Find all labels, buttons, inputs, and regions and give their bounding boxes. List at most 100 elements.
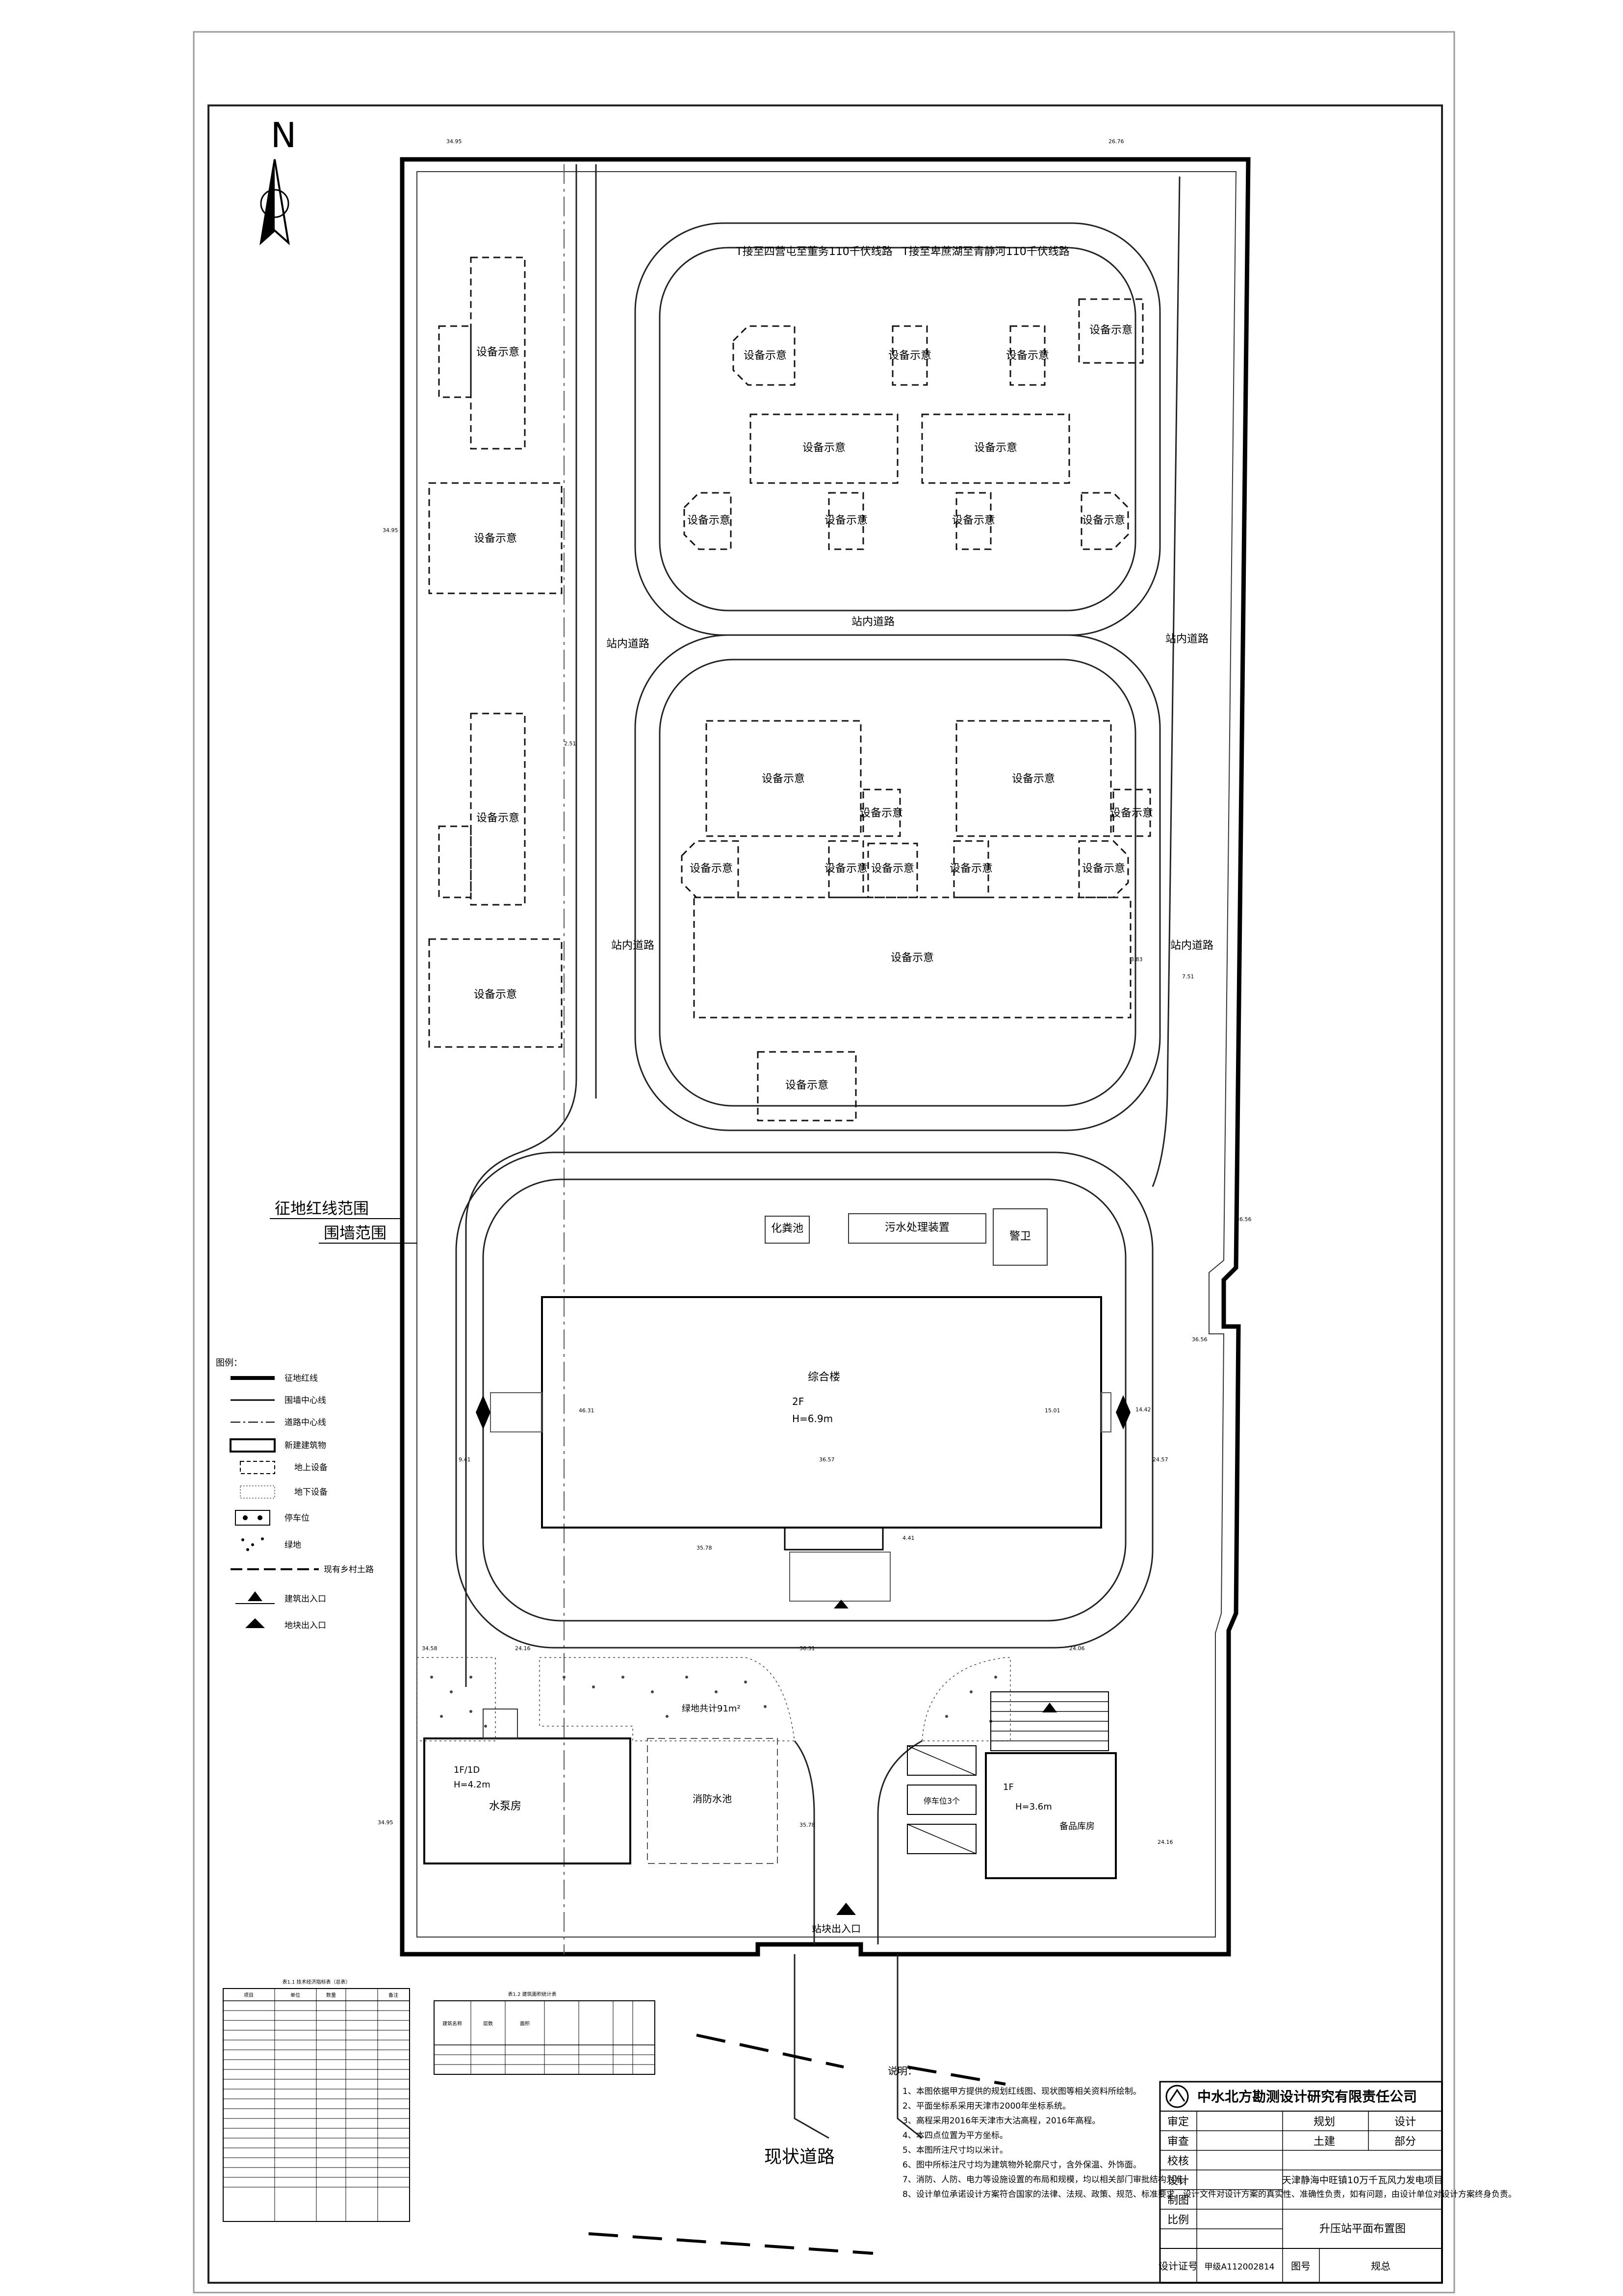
fire-pool-label: 消防水池 [693,1793,732,1805]
legend-item: 地下设备 [294,1487,328,1497]
table-header: 建筑名称 [442,2020,462,2027]
legend-item: 现有乡村土路 [324,1565,374,1575]
equipment-box [428,938,563,1048]
building-area-table: 表1.2 建筑面积统计表 建筑名称 层数 面积 [434,1991,655,2075]
company-logo [1165,2085,1189,2108]
pump-house-height: H=4.2m [454,1780,490,1790]
septic-tank-label: 化粪池 [771,1223,803,1235]
equipment-label: 设备示意 [744,350,787,362]
road-east [1152,176,1181,1187]
building-entrance-icon [1042,1703,1057,1712]
equipment-label: 设备示意 [690,863,733,875]
dim-label: 4.41 [902,1535,915,1541]
dim-label: 24.06 [1069,1645,1085,1652]
equipment-box [470,713,526,906]
middle-yard-road-inner [659,659,1136,1107]
fire-pool [647,1738,778,1864]
equipment-label: 设备示意 [762,773,805,785]
note-item: 5、本图所注尺寸均以米计。 [902,2145,1008,2155]
figure-value: 规总 [1371,2260,1391,2272]
legend-item: 停车位 [284,1513,309,1523]
legend-title: 图例： [216,1358,242,1368]
storehouse-floors: 1F [1003,1782,1014,1792]
storehouse-height: H=3.6m [1015,1802,1052,1812]
legend-item: 围墙中心线 [284,1396,326,1405]
dim-label: 3.83 [1131,956,1143,963]
legend-item: 地块出入口 [284,1621,326,1631]
table-header: 层数 [483,2020,493,2027]
dim-label: 36.56 [1192,1336,1208,1343]
title-row-label: 校核 [1167,2155,1189,2168]
table-header: 数量 [326,1992,336,1998]
existing-road-edge-south [588,2232,874,2255]
note-item: 7、消防、人防、电力等设施设置的布局和规模，均以相关部门审批结构为准。 [902,2175,1191,2185]
road-label-3: 站内道路 [1165,633,1209,645]
equipment-label: 设备示意 [1089,324,1133,336]
title-row-label: 设计 [1167,2175,1189,2187]
table-header: 单位 [290,1992,300,1998]
dim-label: 30.31 [799,1645,815,1652]
equipment-label: 设备示意 [974,442,1017,454]
site-entrance-label: 站块出入口 [812,1923,861,1935]
equipment-box [1112,789,1151,837]
equipment-label: 设备示意 [687,514,730,527]
pump-house [423,1737,631,1864]
dim-label: 34.95 [383,527,398,534]
line-label-2: T接至卑蔗湖至青静河110千伏线路 [902,246,1069,258]
inner-frame [207,104,1443,2284]
note-item: 4、本四点位置为平方坐标。 [902,2131,1008,2141]
legend-item: 绿地 [284,1540,301,1550]
note-item: 8、设计单位承诺设计方案符合国家的法律、法规、政策、规范、标准要求，设计文件对设… [902,2190,1517,2199]
main-building-name: 综合楼 [808,1371,840,1383]
equipment-box [732,325,796,386]
boundary-label: 征地红线范围 [275,1199,369,1218]
main-building-height: H=6.9m [792,1413,833,1425]
dim-label: 34.95 [378,1819,393,1826]
entrance-porch [784,1527,884,1551]
legend: 图例： 征地红线 围墙中心线 道路中心线 新建建筑物 地上设备 地下设备 停车位… [216,1358,374,1631]
dim-label: 9.41 [459,1456,471,1463]
note-item: 3、高程采用2016年天津市大沽高程，2016年高程。 [902,2116,1100,2126]
dim-label: 46.31 [579,1407,594,1414]
dim-label: 35.78 [799,1822,815,1828]
equipment-box [1081,492,1129,550]
pump-house-annex [483,1709,518,1739]
septic-tank [765,1216,810,1244]
equipment-label: 设备示意 [888,350,931,362]
road-label-1: 站内道路 [851,616,895,628]
cert-label: 设计证号 [1159,2260,1198,2272]
external-road-west [794,1954,829,2139]
project-name: 天津静海中旺镇10万千瓦风力发电项目 [1282,2175,1443,2186]
equipment-label: 设备示意 [476,346,519,358]
green-area-label: 绿地共计91m² [682,1704,741,1714]
legend-item: 道路中心线 [284,1418,326,1428]
legend-item: 征地红线 [284,1374,318,1383]
sewage-device [848,1213,986,1244]
existing-road-edge-north [696,2034,844,2068]
equipment-label: 设备示意 [1012,773,1055,785]
green-area-west [416,1657,795,1741]
dim-label: 15.01 [1045,1407,1060,1414]
site-entrance-icon [836,1903,856,1915]
storehouse-stairs [990,1691,1109,1751]
dim-label: 2.51 [564,740,576,747]
equipment-label: 设备示意 [860,807,903,819]
equipment-box [749,413,899,484]
cert-value: 甲级A112002814 [1205,2262,1275,2272]
parking-lot [907,1745,977,1854]
legend-item: 地上设备 [294,1463,328,1473]
green-area-east [922,1657,1011,1741]
table-title: 表1.2 建筑面积统计表 [508,1991,556,1997]
drawing-name: 升压站平面布置图 [1319,2223,1406,2235]
line-label-1: T接至四营屯至董务110千伏线路 [735,246,892,258]
equipment-box [693,896,1132,1019]
sewage-device-label: 污水处理装置 [885,1222,950,1234]
road-label-4: 站内道路 [611,940,654,952]
note-item: 1、本图依据甲方提供的规划红线图、现状图等相关资料所绘制。 [902,2087,1141,2096]
note-item: 2、平面坐标系采用天津市2000年坐标系统。 [902,2101,1071,2111]
main-building [541,1296,1102,1529]
equipment-box [828,492,864,550]
equipment-label: 设备示意 [824,514,868,527]
gate-road-west [794,1740,815,1944]
